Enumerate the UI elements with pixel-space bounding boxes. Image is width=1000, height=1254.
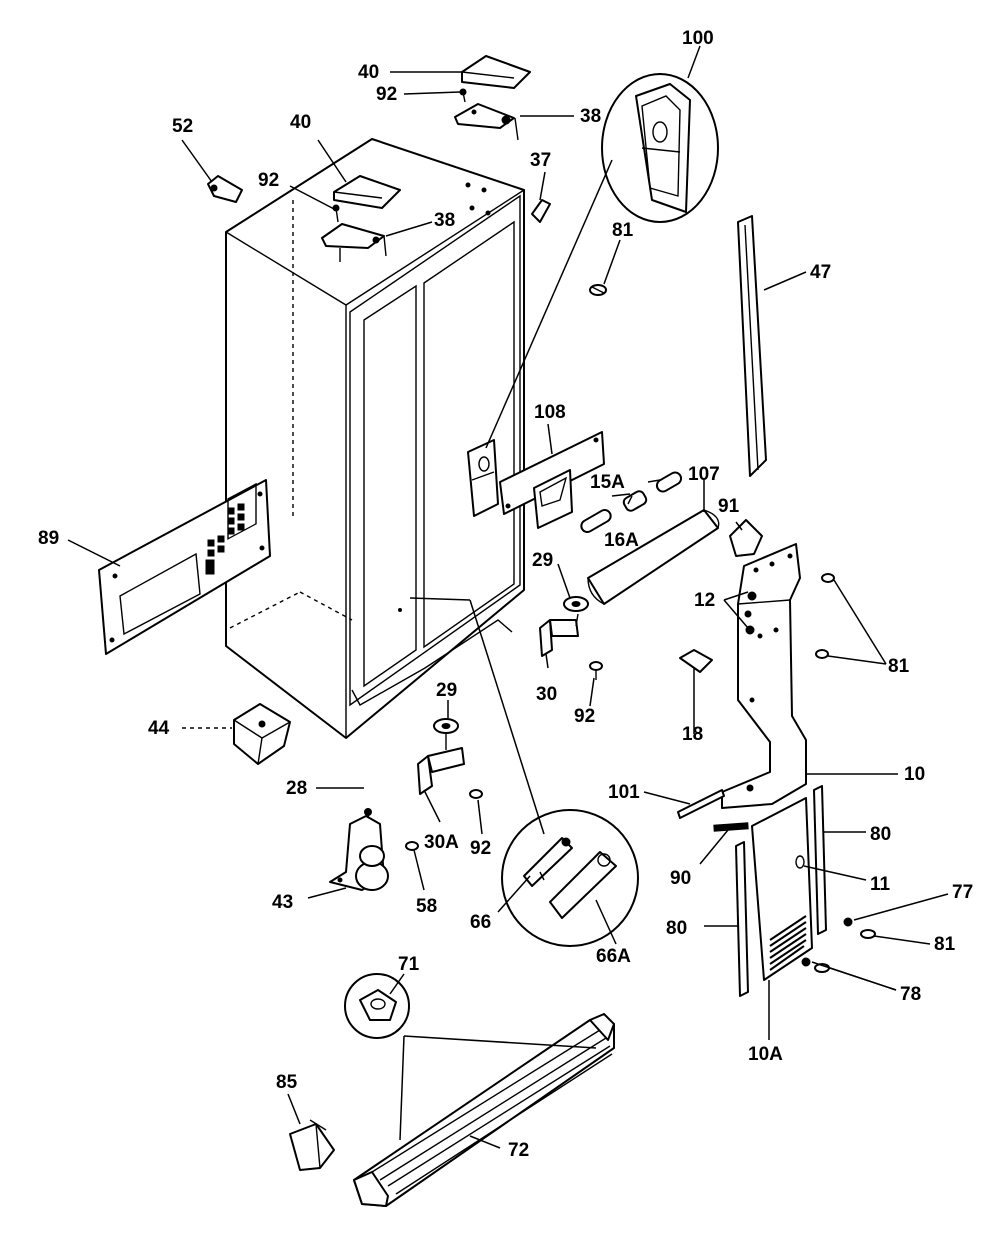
callout-78: 78	[900, 984, 921, 1005]
leader-lines	[67, 45, 949, 1149]
spacer-15a	[580, 471, 683, 533]
screw-92-mid	[589, 661, 603, 680]
callout-38: 38	[434, 210, 455, 231]
hinge-pin	[207, 175, 243, 203]
callout-29-lower: 29	[436, 680, 457, 701]
damper-91	[729, 519, 763, 557]
fasteners-77-78-81	[801, 917, 876, 973]
strip-90	[713, 822, 749, 832]
callout-38-upper: 38	[580, 106, 601, 127]
callout-28: 28	[286, 778, 307, 799]
callout-92-mid: 92	[574, 706, 595, 727]
washer-29-upper	[563, 596, 589, 612]
callout-66: 66	[470, 912, 491, 933]
hinge-bracket-30a	[417, 747, 465, 795]
callout-30: 30	[536, 684, 557, 705]
mullion-rail	[737, 215, 767, 477]
detail-circle-71	[344, 973, 410, 1039]
screw-81-mid	[815, 573, 835, 659]
callout-47: 47	[810, 262, 831, 283]
callout-66a: 66A	[596, 946, 631, 967]
clip-18	[679, 649, 713, 673]
callout-85: 85	[276, 1072, 298, 1093]
callout-81-top: 81	[612, 220, 634, 241]
toe-grille-72	[353, 1013, 615, 1207]
callout-92: 92	[258, 170, 279, 191]
shim	[531, 199, 551, 223]
hinge-bracket	[467, 439, 499, 517]
callout-30a: 30A	[424, 832, 459, 853]
screw-81-top	[589, 284, 607, 296]
callout-10: 10	[904, 764, 925, 785]
callout-58: 58	[416, 896, 437, 917]
callout-12: 12	[694, 590, 715, 611]
clip-16a	[622, 490, 648, 512]
callout-52: 52	[172, 116, 193, 137]
machine-bracket-10	[721, 543, 807, 809]
cover-107	[587, 509, 720, 605]
callout-40: 40	[290, 112, 311, 133]
callout-107: 107	[688, 464, 720, 485]
detail-circle-100	[601, 73, 719, 223]
callout-100: 100	[682, 28, 714, 49]
callout-89: 89	[38, 528, 59, 549]
callout-80-left: 80	[666, 918, 687, 939]
callout-18: 18	[682, 724, 703, 745]
callout-16a: 16A	[604, 530, 639, 551]
cabinet-shell	[225, 138, 525, 739]
callout-91: 91	[718, 496, 740, 517]
callout-15a: 15A	[590, 472, 625, 493]
roller-bracket-43	[329, 815, 389, 891]
damper-bracket	[499, 431, 605, 529]
hinge-bracket-30	[539, 613, 579, 657]
evaporator-cover	[98, 479, 271, 655]
callout-80-right: 80	[870, 824, 891, 845]
callout-37: 37	[530, 150, 551, 171]
callout-108: 108	[534, 402, 566, 423]
callout-90: 90	[670, 868, 691, 889]
callout-72: 72	[508, 1140, 529, 1161]
callout-40-upper: 40	[358, 62, 379, 83]
callout-11: 11	[870, 874, 891, 895]
callout-10a: 10A	[748, 1044, 783, 1065]
hinge-top	[321, 223, 387, 262]
callout-92-upper: 92	[376, 84, 397, 105]
hinge-cover-44	[233, 703, 291, 765]
detail-circle-66	[501, 809, 639, 947]
callout-43: 43	[272, 892, 293, 913]
callout-81-bottom: 81	[934, 934, 956, 955]
drain-rod-101	[677, 789, 725, 819]
hinge-cover-top	[333, 175, 401, 209]
callout-77: 77	[952, 882, 973, 903]
callout-71: 71	[398, 954, 420, 975]
hinge-cover-upper	[461, 55, 531, 89]
callout-29-upper: 29	[532, 550, 553, 571]
callout-92-lower: 92	[470, 838, 491, 859]
callout-labels: 100 40 92 38 52 40 92 38 37 81 47 108 15…	[38, 28, 973, 1161]
end-cap-85	[289, 1119, 335, 1171]
callout-44: 44	[148, 718, 170, 739]
toe-panel-10a	[751, 797, 813, 981]
callout-101: 101	[608, 782, 640, 803]
screw-upper	[459, 88, 467, 103]
hinge-upper	[454, 103, 519, 141]
side-strip-80-right	[813, 785, 827, 935]
screw-92-lower	[469, 789, 483, 799]
side-strip-80-left	[735, 841, 749, 997]
screw-58	[405, 841, 419, 851]
callout-81-mid: 81	[888, 656, 910, 677]
washer-29-lower	[433, 718, 459, 750]
